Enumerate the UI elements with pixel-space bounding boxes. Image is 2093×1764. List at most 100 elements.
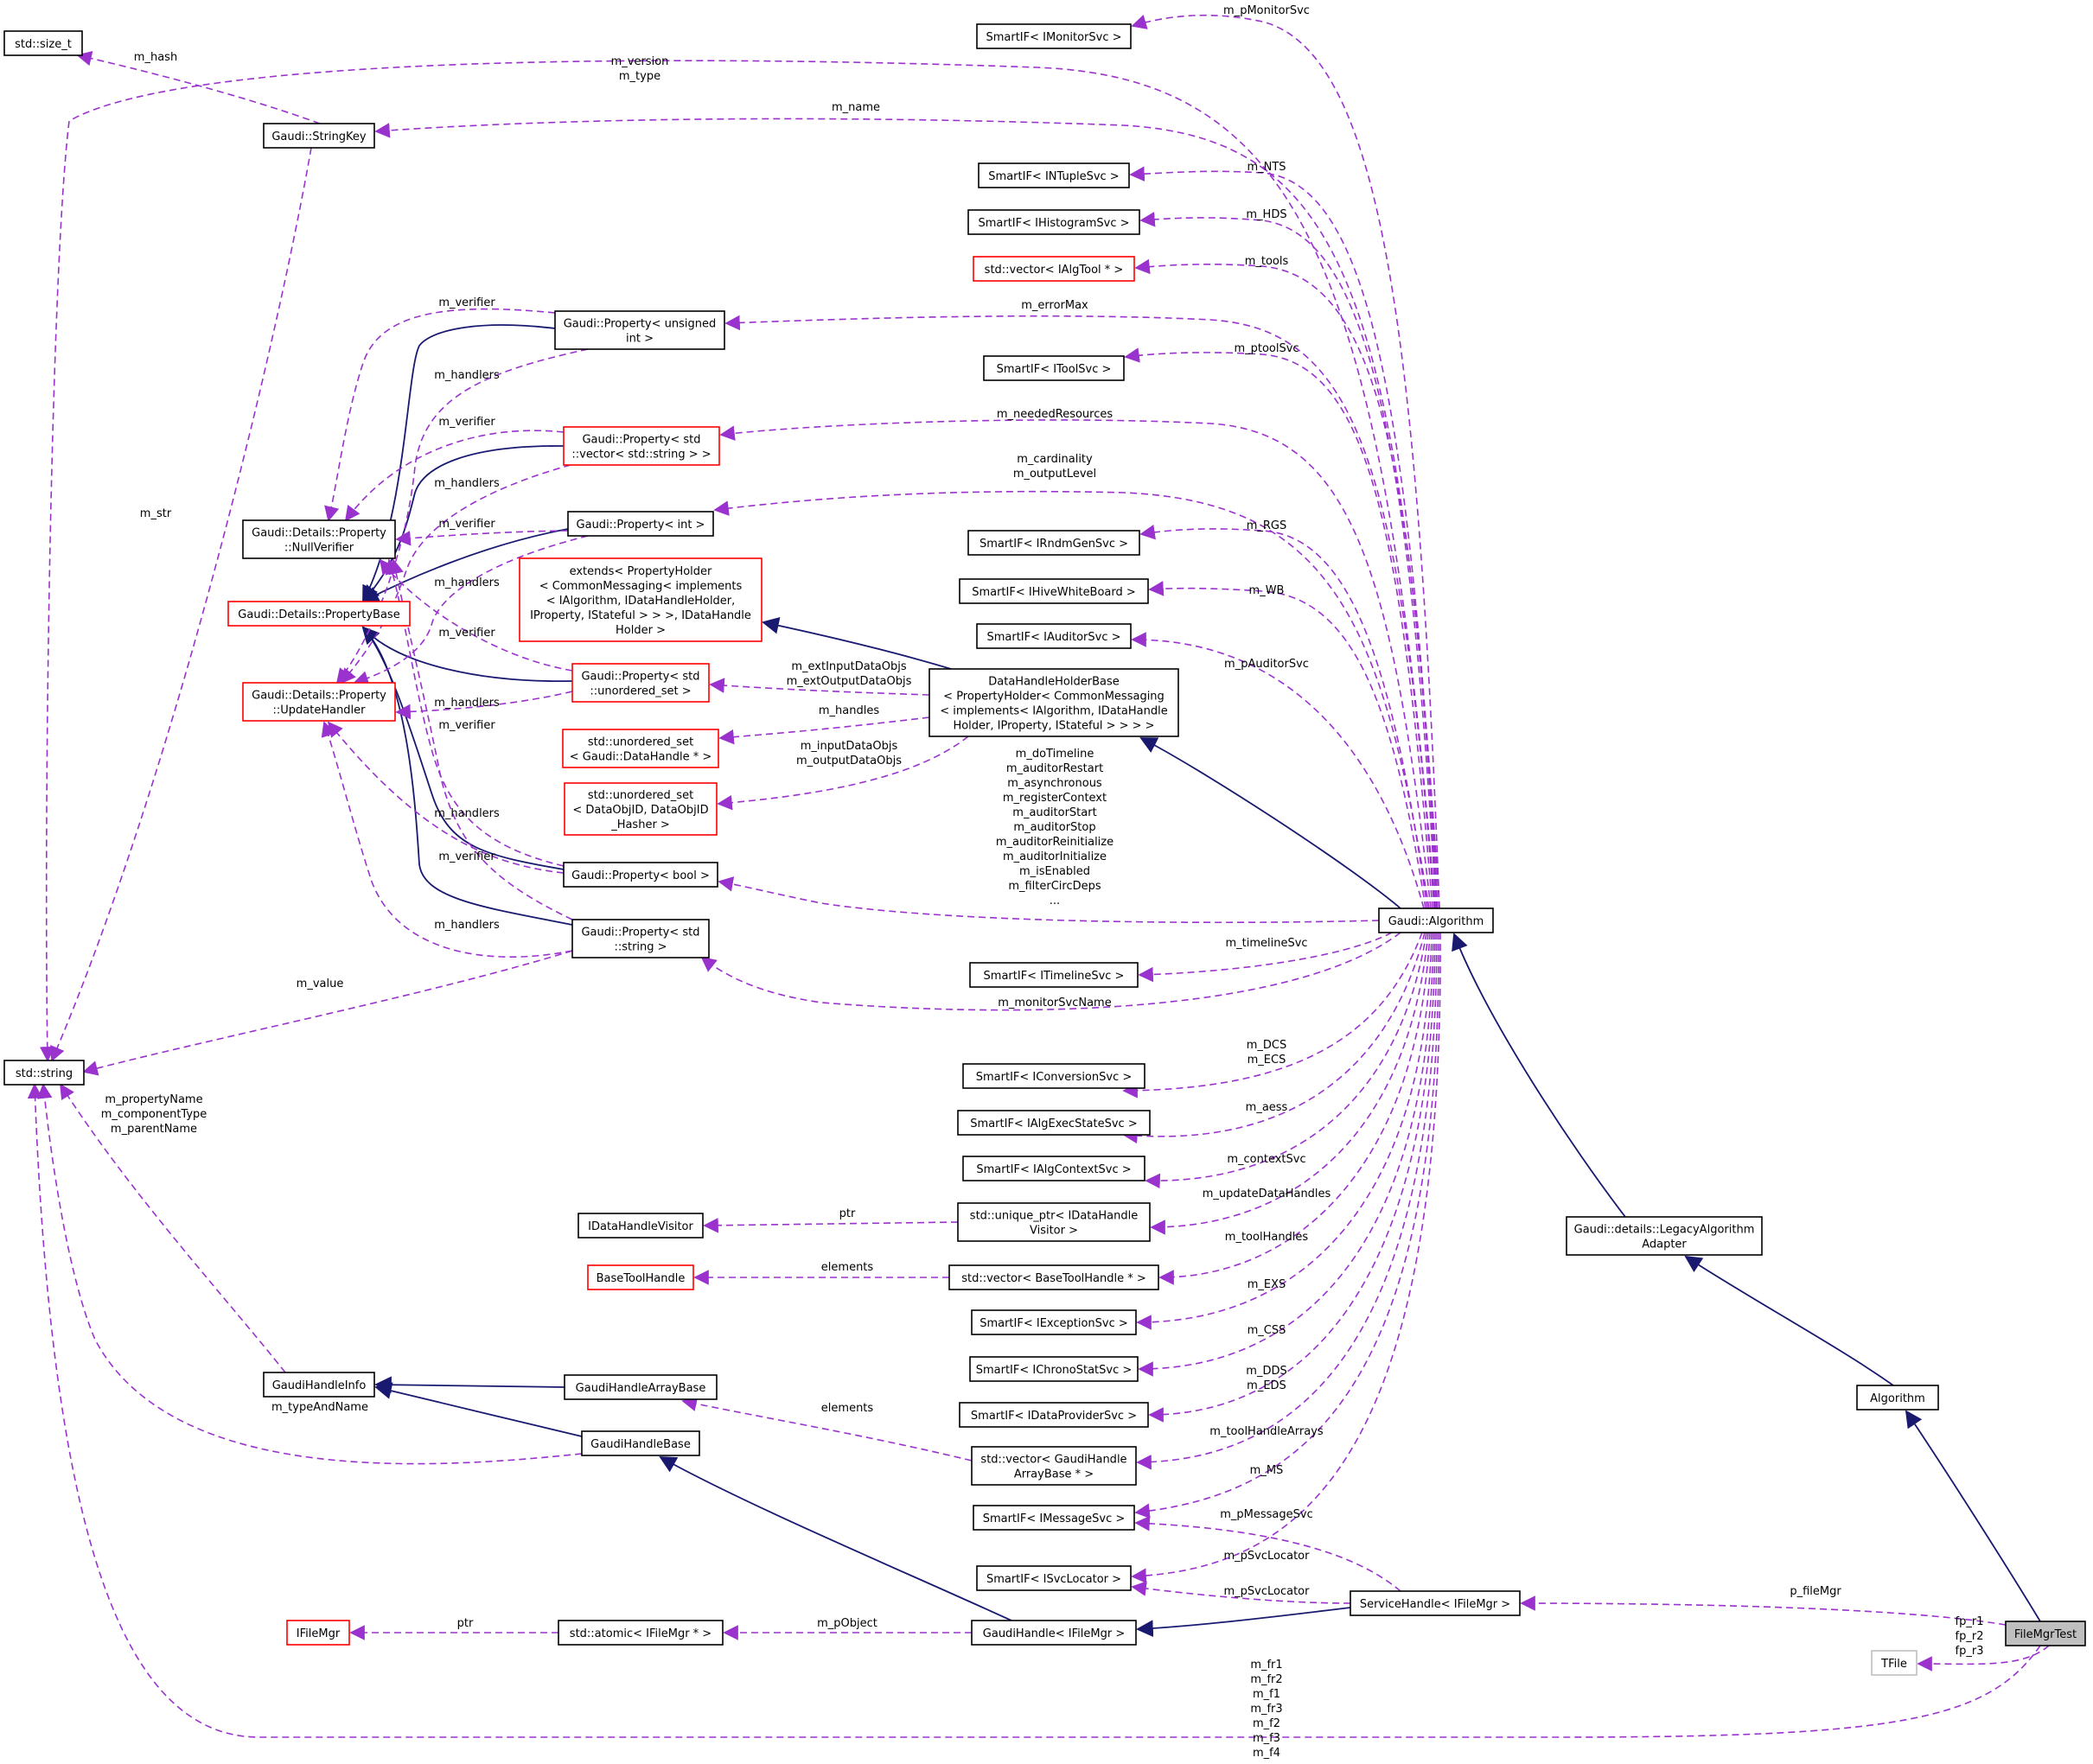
- edge-label-line: m_auditorRestart: [1006, 762, 1103, 775]
- class-node-sif-auditor[interactable]: SmartIF< IAuditorSvc >: [976, 623, 1132, 649]
- class-node-filemgrtest[interactable]: FileMgrTest: [2005, 1621, 2086, 1646]
- class-node-gaudi-propertybase[interactable]: Gaudi::Details::PropertyBase: [227, 601, 411, 627]
- class-node-ifilemgr[interactable]: IFileMgr: [286, 1620, 350, 1646]
- node-label-line: SmartIF< INTupleSvc >: [988, 170, 1119, 183]
- class-node-std-size-t[interactable]: std::size_t: [3, 30, 83, 56]
- edge-label-ptr-visitor: ptr: [839, 1207, 856, 1220]
- node-label-line: FileMgrTest: [2014, 1628, 2077, 1641]
- class-node-prop-vecstr[interactable]: Gaudi::Property< std::vector< std::strin…: [563, 426, 720, 466]
- class-node-vec-algtool[interactable]: std::vector< IAlgTool * >: [973, 256, 1135, 282]
- class-node-prop-string[interactable]: Gaudi::Property< std::string >: [571, 919, 710, 958]
- class-node-gaudihandlearraybase[interactable]: GaudiHandleArrayBase: [564, 1374, 718, 1400]
- edge-label-line: m_auditorStop: [1013, 821, 1095, 834]
- class-node-sif-chronostat[interactable]: SmartIF< IChronoStatSvc >: [969, 1356, 1139, 1382]
- edge-label-line: m_MS: [1250, 1464, 1284, 1477]
- class-node-vec-gaudihandlearray[interactable]: std::vector< GaudiHandleArrayBase * >: [971, 1446, 1137, 1486]
- class-node-prop-uset[interactable]: Gaudi::Property< std::unordered_set >: [571, 663, 710, 703]
- edge-label-line: m_f1: [1253, 1688, 1280, 1701]
- usage-edge-gaudi_algorithm-to-sif_chronostat: [1138, 932, 1434, 1377]
- class-node-sif-timeline[interactable]: SmartIF< ITimelineSvc >: [969, 962, 1139, 988]
- node-label-line: < Gaudi::DataHandle * >: [570, 751, 711, 764]
- class-node-sif-monitor[interactable]: SmartIF< IMonitorSvc >: [976, 23, 1132, 49]
- usage-edge-gaudi_algorithm-to-prop_uint: [724, 315, 1435, 909]
- edge-label-line: m_pMonitorSvc: [1223, 4, 1310, 17]
- class-node-idatahandlevisitor[interactable]: IDataHandleVisitor: [577, 1213, 704, 1239]
- node-label-line: std::vector< BaseToolHandle * >: [961, 1272, 1146, 1285]
- usage-edge-servicehandle-to-sif_message: [1134, 1515, 1401, 1592]
- class-node-atomic-ifilemgr[interactable]: std::atomic< IFileMgr * >: [558, 1620, 724, 1646]
- edge-label-line: m_aess: [1246, 1101, 1288, 1114]
- edge-label-line: m_name: [832, 101, 880, 114]
- edge-label-line: m_str: [140, 507, 172, 520]
- class-node-gaudi-updatehandler[interactable]: Gaudi::Details::Property::UpdateHandler: [242, 682, 396, 722]
- class-node-uset-datahandle[interactable]: std::unordered_set< Gaudi::DataHandle * …: [562, 729, 719, 768]
- edge-label-line: m_f3: [1253, 1732, 1280, 1745]
- class-node-sif-message[interactable]: SmartIF< IMessageSvc >: [973, 1505, 1135, 1531]
- edge-label-line: m_fr2: [1250, 1673, 1282, 1686]
- edge-label-line: m_parentName: [111, 1123, 197, 1136]
- class-node-vec-basetoolhandle[interactable]: std::vector< BaseToolHandle * >: [948, 1264, 1159, 1290]
- node-box: [562, 729, 719, 768]
- edge-label-line: m_f2: [1253, 1717, 1280, 1730]
- class-node-sif-ntuple[interactable]: SmartIF< INTupleSvc >: [978, 162, 1130, 188]
- edge-label-line: m_toolHandles: [1225, 1231, 1309, 1244]
- edge-label-line: m_NTS: [1247, 161, 1286, 174]
- class-node-gaudihandlebase[interactable]: GaudiHandleBase: [581, 1430, 700, 1456]
- edge-label-m-hds: m_HDS: [1246, 208, 1286, 221]
- class-node-sif-tool[interactable]: SmartIF< IToolSvc >: [983, 355, 1125, 381]
- inheritance-edge-algorithm-to-legacy_adapter: [1684, 1255, 1894, 1386]
- class-node-sif-rndm[interactable]: SmartIF< IRndmGenSvc >: [967, 530, 1140, 556]
- class-node-tfile[interactable]: TFile: [1871, 1650, 1918, 1676]
- class-node-gaudi-algorithm[interactable]: Gaudi::Algorithm: [1378, 907, 1494, 933]
- class-node-gaudihandleinfo[interactable]: GaudiHandleInfo: [263, 1372, 375, 1398]
- class-node-sif-histogram[interactable]: SmartIF< IHistogramSvc >: [967, 209, 1140, 235]
- node-label-line: Gaudi::Property< std: [581, 671, 699, 684]
- class-node-uptr-visitor[interactable]: std::unique_ptr< IDataHandleVisitor >: [957, 1202, 1151, 1242]
- class-node-gaudi-nullverifier[interactable]: Gaudi::Details::Property::NullVerifier: [242, 519, 396, 559]
- node-label-line: std::atomic< IFileMgr * >: [570, 1627, 711, 1640]
- class-node-sif-hivewb[interactable]: SmartIF< IHiveWhiteBoard >: [959, 578, 1149, 604]
- inheritance-edge-prop_string-to-gaudi_propertybase: [361, 626, 573, 926]
- class-node-basetoolhandle[interactable]: BaseToolHandle: [587, 1264, 694, 1290]
- node-box: [581, 1430, 700, 1456]
- class-node-std-string[interactable]: std::string: [3, 1060, 85, 1086]
- class-node-sif-exception[interactable]: SmartIF< IExceptionSvc >: [971, 1309, 1137, 1335]
- class-node-prop-bool[interactable]: Gaudi::Property< bool >: [563, 862, 718, 888]
- edge-label-line: fp_r1: [1956, 1615, 1984, 1628]
- node-label-line: _Hasher >: [610, 818, 670, 831]
- node-label-line: SmartIF< IMessageSvc >: [983, 1512, 1126, 1525]
- edge-label-line: m_verifier: [438, 518, 495, 531]
- class-node-sif-algcontext[interactable]: SmartIF< IAlgContextSvc >: [962, 1156, 1145, 1181]
- node-label-line: SmartIF< ITimelineSvc >: [984, 970, 1125, 983]
- edge-label-m-ptoolsvc: m_ptoolSvc: [1234, 342, 1299, 355]
- class-node-uset-dataobjid[interactable]: std::unordered_set< DataObjID, DataObjID…: [564, 782, 718, 836]
- edge-label-line: m_pObject: [817, 1617, 877, 1630]
- class-node-sif-conversion[interactable]: SmartIF< IConversionSvc >: [962, 1063, 1145, 1089]
- class-node-servicehandle[interactable]: ServiceHandle< IFileMgr >: [1350, 1590, 1521, 1616]
- class-node-extends-holder[interactable]: extends< PropertyHolder< CommonMessaging…: [519, 557, 763, 642]
- class-node-sif-svclocator[interactable]: SmartIF< ISvcLocator >: [976, 1565, 1132, 1591]
- edge-label-line: m_f4: [1253, 1747, 1280, 1760]
- node-box: [959, 578, 1149, 604]
- node-label-line: GaudiHandleArrayBase: [576, 1382, 706, 1395]
- class-node-sif-dataprovider[interactable]: SmartIF< IDataProviderSvc >: [959, 1402, 1149, 1428]
- edge-label-m-psvclocator-b: m_pSvcLocator: [1224, 1585, 1311, 1598]
- node-label-line: std::unordered_set: [588, 789, 693, 802]
- edge-label-line: m_DCS: [1247, 1039, 1287, 1052]
- node-label-line: Gaudi::StringKey: [271, 131, 367, 143]
- class-node-gaudihandle-ifilemgr[interactable]: GaudiHandle< IFileMgr >: [971, 1620, 1137, 1646]
- class-node-datahandleholderbase[interactable]: DataHandleHolderBase< PropertyHolder< Co…: [928, 668, 1179, 737]
- edge-label-m-pauditorsvc: m_pAuditorSvc: [1224, 658, 1309, 671]
- usage-edge-prop_uint-to-gaudi_updatehandler: [335, 348, 589, 685]
- class-node-gaudi-stringkey[interactable]: Gaudi::StringKey: [263, 123, 375, 149]
- node-label-line: SmartIF< IConversionSvc >: [976, 1071, 1133, 1084]
- class-node-prop-int[interactable]: Gaudi::Property< int >: [567, 511, 714, 537]
- edge-label-m-errormax: m_errorMax: [1021, 299, 1088, 312]
- class-node-sif-algexecstate[interactable]: SmartIF< IAlgExecStateSvc >: [957, 1110, 1151, 1136]
- class-node-algorithm[interactable]: Algorithm: [1856, 1385, 1939, 1411]
